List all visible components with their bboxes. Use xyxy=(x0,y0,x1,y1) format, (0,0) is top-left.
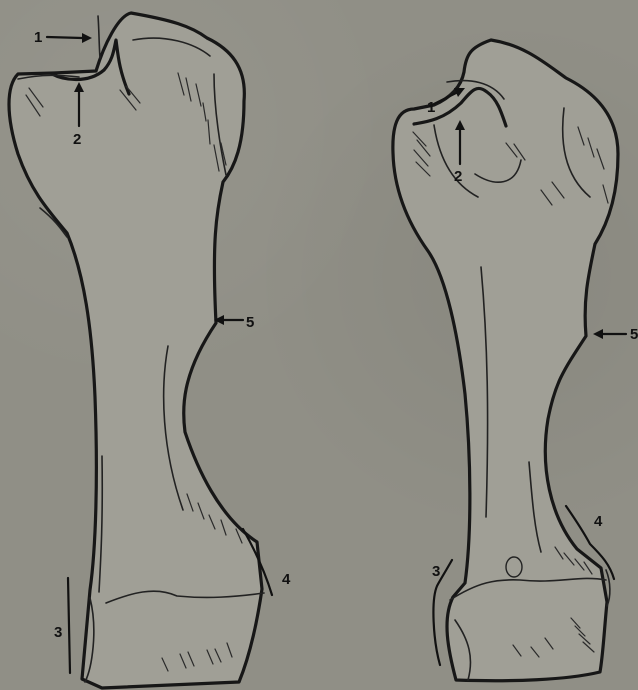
right-bone xyxy=(393,40,618,681)
right-label-1: 1 xyxy=(427,99,435,116)
left-bone xyxy=(9,13,264,688)
right-label-2: 2 xyxy=(454,168,462,185)
right-label-5: 5 xyxy=(630,326,638,343)
left-label-5: 5 xyxy=(246,314,254,331)
left-label-2: 2 xyxy=(73,131,81,148)
left-label-4: 4 xyxy=(282,571,291,588)
right-label-4: 4 xyxy=(594,513,603,530)
left-label-1: 1 xyxy=(34,29,42,46)
right-label-3: 3 xyxy=(432,563,440,580)
left-label-3: 3 xyxy=(54,624,62,641)
